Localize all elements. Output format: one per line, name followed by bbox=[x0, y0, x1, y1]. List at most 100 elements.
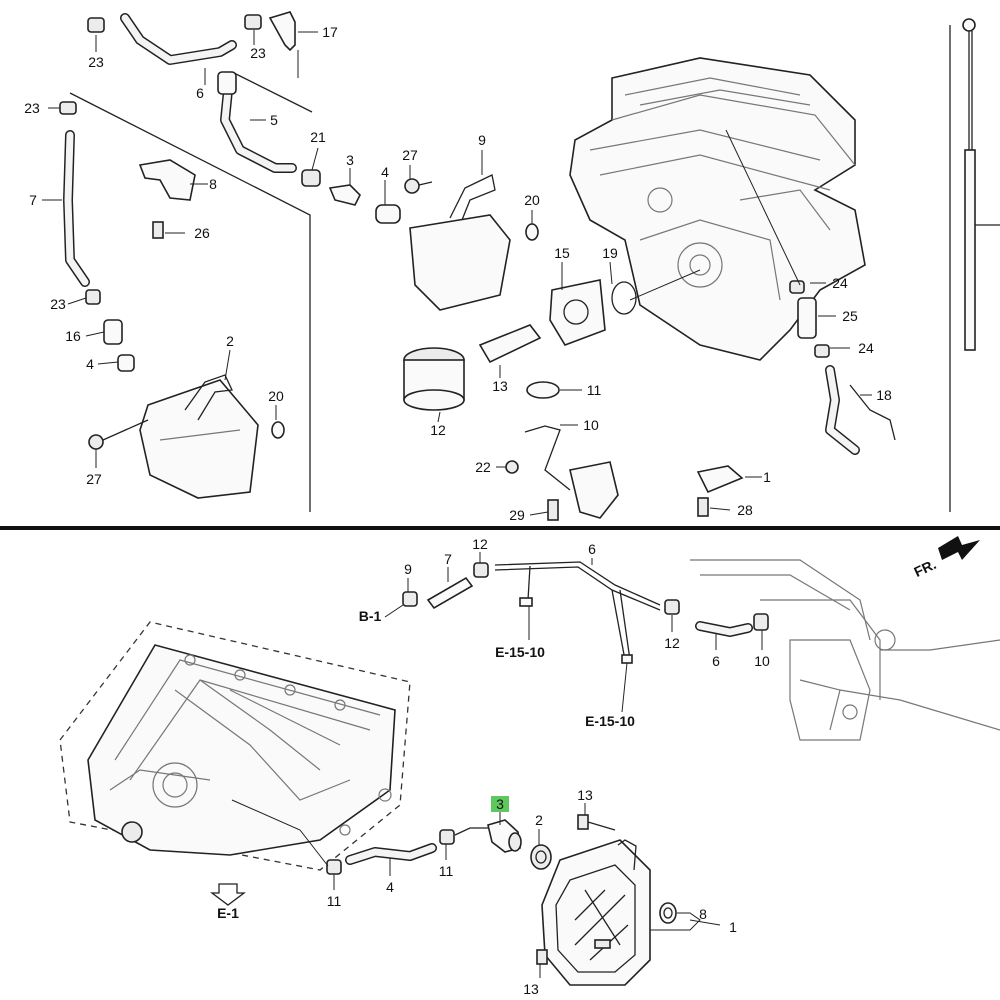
intake-manifold bbox=[87, 644, 396, 856]
callout-top-13: 13 bbox=[492, 378, 508, 394]
clip-24-lower bbox=[814, 344, 830, 358]
callout-top-23b: 23 bbox=[250, 45, 266, 61]
clip-11-left bbox=[326, 859, 342, 875]
dipstick bbox=[962, 18, 1000, 351]
callout-top-6: 6 bbox=[196, 85, 204, 101]
callout-bottom-6b: 6 bbox=[712, 653, 720, 669]
callout-top-24b: 24 bbox=[858, 340, 874, 356]
pipe-25 bbox=[797, 297, 817, 339]
callout-top-18: 18 bbox=[876, 387, 892, 403]
callout-bottom-12a: 12 bbox=[472, 536, 488, 552]
washer-8 bbox=[659, 902, 677, 924]
callout-top-15: 15 bbox=[554, 245, 570, 261]
clip-11-right bbox=[439, 829, 455, 845]
callout-bottom-4: 4 bbox=[386, 879, 394, 895]
grommet-4 bbox=[375, 204, 401, 224]
callout-bottom-13b: 13 bbox=[523, 981, 539, 997]
bolt-13-bottom bbox=[536, 949, 548, 965]
ref-e-15-10-a: E-15-10 bbox=[495, 644, 545, 660]
pipe-assembly-6 bbox=[494, 561, 661, 664]
e1-arrow bbox=[210, 883, 246, 906]
callout-top-29: 29 bbox=[509, 507, 525, 523]
callout-top-5: 5 bbox=[270, 112, 278, 128]
callout-top-24a: 24 bbox=[832, 275, 848, 291]
pcv-valve-3 bbox=[487, 819, 522, 853]
fitting-6-top bbox=[217, 71, 237, 95]
washer-20-lower bbox=[271, 421, 285, 439]
callout-top-1: 1 bbox=[763, 469, 771, 485]
callout-top-20a: 20 bbox=[524, 192, 540, 208]
clip-9 bbox=[402, 591, 418, 607]
callout-top-7: 7 bbox=[29, 192, 37, 208]
clip-23-left bbox=[59, 101, 77, 115]
bolt-26 bbox=[152, 221, 164, 239]
section-divider bbox=[0, 526, 1000, 530]
hose-4 bbox=[345, 843, 437, 865]
callout-bottom-11b: 11 bbox=[439, 863, 454, 879]
manifold-dashed-outline bbox=[59, 621, 411, 871]
callout-top-23a: 23 bbox=[88, 54, 104, 70]
callout-top-27b: 27 bbox=[86, 471, 102, 487]
callout-top-16: 16 bbox=[65, 328, 81, 344]
clip-10 bbox=[753, 613, 769, 631]
callout-top-28: 28 bbox=[737, 502, 753, 518]
clip-12-top bbox=[473, 562, 489, 578]
callout-bottom-1: 1 bbox=[729, 919, 737, 935]
grommet-2 bbox=[530, 844, 552, 870]
callout-top-19: 19 bbox=[602, 245, 618, 261]
top-diagram: 23 23 17 6 23 5 21 3 27 9 4 8 7 26 20 15… bbox=[24, 11, 1000, 523]
bolt-27-upper bbox=[404, 178, 433, 194]
breather-cover-9 bbox=[409, 174, 511, 311]
front-arrow bbox=[938, 536, 980, 560]
callout-top-9: 9 bbox=[478, 132, 486, 148]
gasket-11 bbox=[526, 381, 560, 399]
valve-16 bbox=[103, 319, 123, 345]
hose-6-short bbox=[695, 621, 753, 637]
filter-housing-15 bbox=[549, 279, 606, 346]
callout-top-10: 10 bbox=[583, 417, 599, 433]
callout-top-12: 12 bbox=[430, 422, 446, 438]
callout-bottom-7: 7 bbox=[444, 551, 452, 567]
callout-bottom-11a: 11 bbox=[327, 893, 342, 909]
callout-top-26: 26 bbox=[194, 225, 210, 241]
highlight-part-3 bbox=[491, 796, 509, 812]
callout-bottom-8: 8 bbox=[699, 906, 707, 922]
breather-chamber-1 bbox=[541, 839, 651, 986]
bolt-13-top bbox=[577, 814, 616, 831]
clip-23-top bbox=[244, 14, 262, 30]
clip-23-mid bbox=[85, 289, 101, 305]
callout-top-25: 25 bbox=[842, 308, 858, 324]
bracket-8 bbox=[138, 159, 196, 201]
boundary-line-left bbox=[69, 92, 311, 512]
callout-bottom-6a: 6 bbox=[588, 541, 596, 557]
tube-to-valve bbox=[454, 827, 488, 836]
o-ring-19 bbox=[611, 281, 637, 315]
bolt-28 bbox=[697, 497, 709, 517]
oil-filter-12 bbox=[403, 347, 465, 411]
ref-e-15-10-b: E-15-10 bbox=[585, 713, 635, 729]
clip-12-mid bbox=[664, 599, 680, 615]
ref-b-1: B-1 bbox=[359, 608, 382, 624]
bottom-diagram: FR. bbox=[59, 536, 1000, 997]
bolt-27-lower bbox=[88, 419, 149, 450]
callout-bottom-12b: 12 bbox=[664, 635, 680, 651]
washer-20-upper bbox=[525, 223, 539, 241]
breather-cover-2 bbox=[139, 374, 259, 499]
callout-top-4a: 4 bbox=[381, 164, 389, 180]
callout-bottom-9: 9 bbox=[404, 561, 412, 577]
fitting-17 bbox=[268, 11, 296, 52]
manifold-hose-link bbox=[231, 799, 329, 867]
nut-22 bbox=[505, 460, 519, 474]
callout-top-22: 22 bbox=[475, 459, 491, 475]
ref-e-1: E-1 bbox=[217, 905, 239, 921]
hose-assembly-18 bbox=[825, 365, 896, 455]
callout-top-27a: 27 bbox=[402, 147, 418, 163]
boundary-line-upper bbox=[231, 71, 313, 113]
clip-23-topleft bbox=[87, 17, 105, 33]
callout-bottom-10: 10 bbox=[754, 653, 770, 669]
grommet-4-lower bbox=[117, 354, 135, 372]
callout-top-20b: 20 bbox=[268, 388, 284, 404]
hose-7 bbox=[426, 576, 474, 610]
plate-1 bbox=[696, 465, 744, 494]
